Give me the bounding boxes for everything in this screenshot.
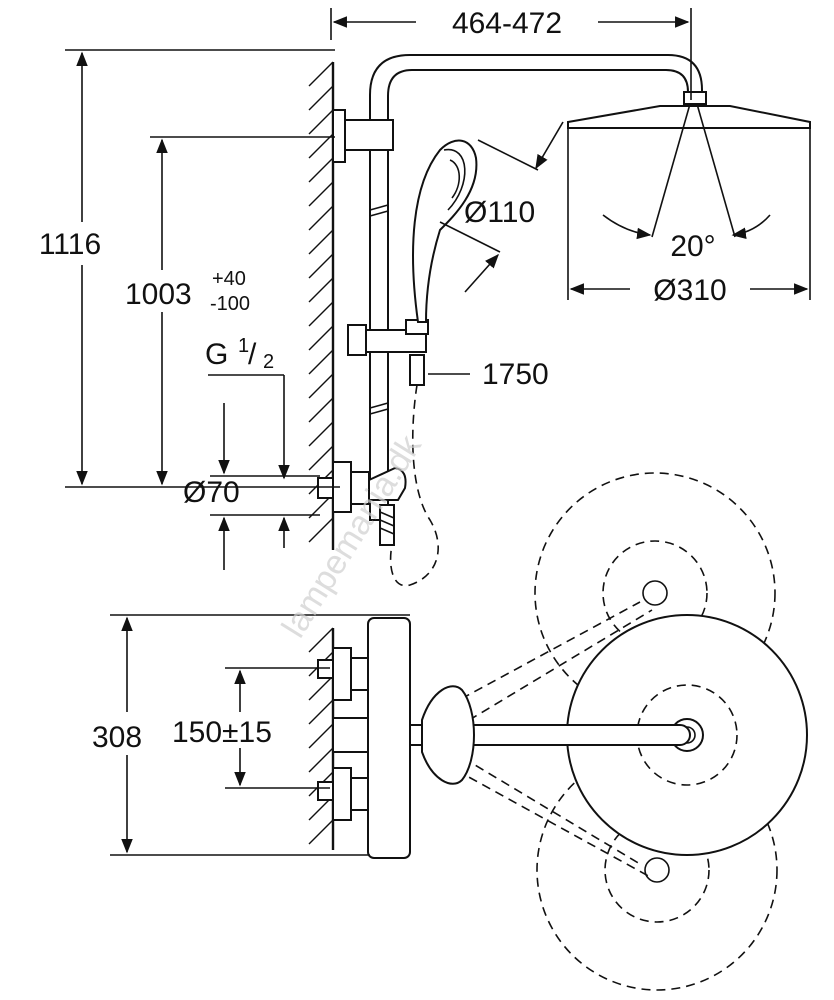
- valve-diameter-label: Ø70: [183, 476, 240, 509]
- dim-total-height: 1116: [39, 49, 340, 488]
- shower-hose: [389, 384, 439, 587]
- top-depth-label: 308: [92, 721, 142, 754]
- handshower-slider: [347, 319, 429, 356]
- rail-height-sup: +40: [212, 268, 246, 290]
- thread-slash: /: [248, 338, 257, 371]
- thread-label: G: [205, 338, 228, 371]
- dim-spray-angle: 20°: [602, 214, 771, 263]
- spray-angle-label: 20°: [670, 230, 715, 263]
- dim-head-diameter: Ø310: [567, 128, 811, 307]
- upper-wall-bracket: [332, 109, 394, 163]
- dim-arm-length: 464-472: [330, 7, 692, 100]
- dim-rail-height: 1003 +40 -100: [125, 136, 335, 486]
- watermark: lampemania.dk: [275, 428, 430, 645]
- side-view: 464-472 1116 1003 +40 -100 G 1 / 2: [39, 7, 811, 587]
- thread-den: 2: [263, 351, 274, 373]
- thermostat-body-top: [317, 617, 411, 859]
- handshower-top: [421, 685, 475, 785]
- head-diameter-label: Ø310: [653, 274, 726, 307]
- dim-top-depth: 308: [92, 614, 410, 856]
- rail-height-sub: -100: [210, 293, 250, 315]
- top-view: 308 150±15: [92, 472, 808, 991]
- handshower: [409, 139, 478, 386]
- thermostat-valve-side: [317, 461, 407, 546]
- inlet-spacing-label: 150±15: [172, 716, 272, 749]
- total-height-label: 1116: [39, 228, 101, 261]
- rail-height-label: 1003: [125, 278, 192, 311]
- dim-valve-diameter: Ø70: [183, 403, 320, 570]
- dim-inlet-spacing: 150±15: [172, 667, 330, 789]
- handshower-diameter-label: Ø110: [464, 196, 535, 229]
- dim-handshower-diameter: Ø110: [439, 121, 564, 293]
- dim-hose-length: 1750: [428, 358, 549, 391]
- thread-num: 1: [238, 335, 249, 357]
- hose-length-label: 1750: [482, 358, 549, 391]
- dim-thread: G 1 / 2: [205, 335, 290, 480]
- arm-length-label: 464-472: [452, 7, 562, 40]
